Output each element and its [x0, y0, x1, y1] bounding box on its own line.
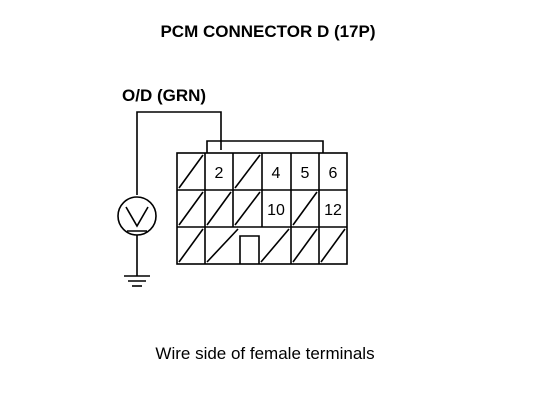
voltmeter-icon [117, 196, 157, 236]
pin-12-label: 12 [324, 202, 342, 219]
connector-body [176, 140, 348, 265]
pin-5-label: 5 [301, 165, 310, 182]
pin-6-label: 6 [329, 165, 338, 182]
ground-icon [124, 235, 150, 287]
pin-2-label: 2 [215, 165, 224, 182]
probe-wire [136, 111, 222, 195]
empty-cavity-hatching [178, 154, 346, 263]
pin-10-label: 10 [267, 202, 285, 219]
wire-label: O/D (GRN) [122, 86, 206, 105]
diagram-title: PCM CONNECTOR D (17P) [160, 22, 375, 41]
pin-4-label: 4 [272, 165, 281, 182]
diagram-caption: Wire side of female terminals [155, 344, 374, 363]
